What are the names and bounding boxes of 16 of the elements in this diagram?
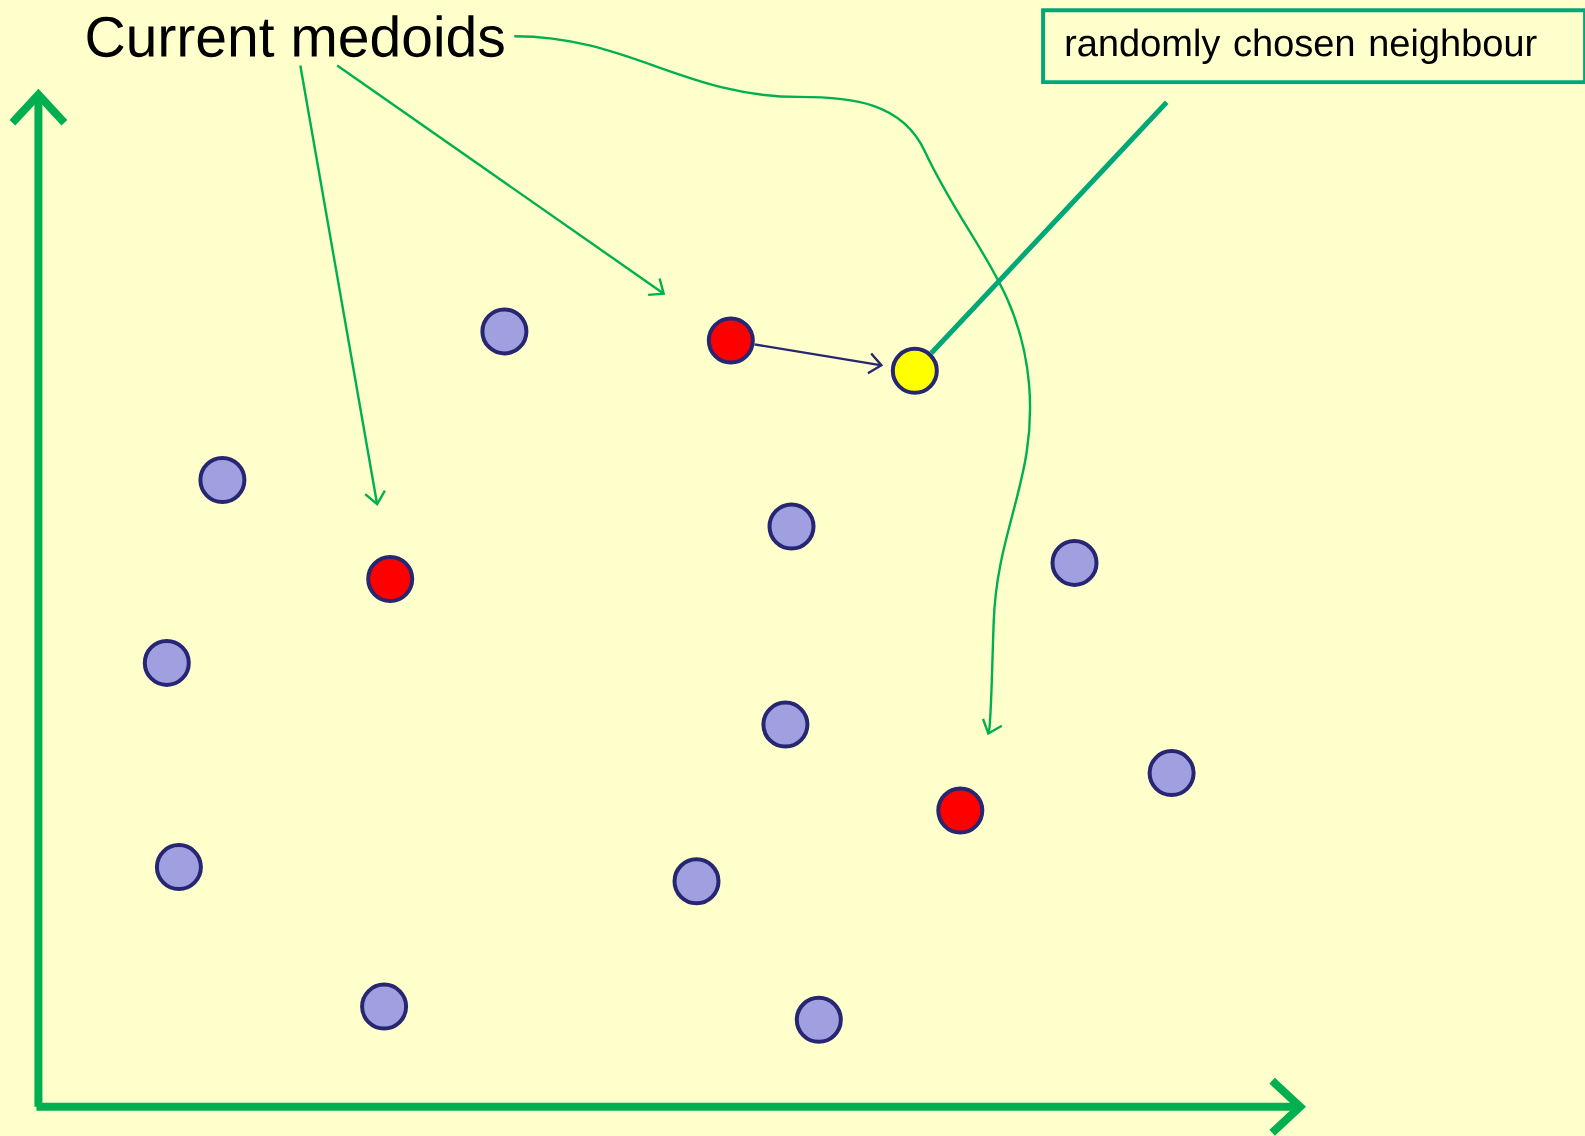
data-point <box>767 502 816 551</box>
callout-box: randomly chosen neighbour <box>1041 8 1585 85</box>
data-point <box>672 857 721 906</box>
data-point <box>936 786 985 835</box>
data-point <box>890 346 939 395</box>
text-label: Current medoids <box>87 15 504 58</box>
data-point <box>480 307 529 356</box>
arrow <box>514 35 1032 736</box>
data-point <box>706 316 755 365</box>
data-point <box>761 700 810 749</box>
data-point <box>360 982 409 1031</box>
arrow <box>754 343 884 375</box>
arrow <box>336 64 666 297</box>
arrow <box>299 65 386 507</box>
data-point <box>794 995 843 1044</box>
leader-line <box>929 100 1169 355</box>
